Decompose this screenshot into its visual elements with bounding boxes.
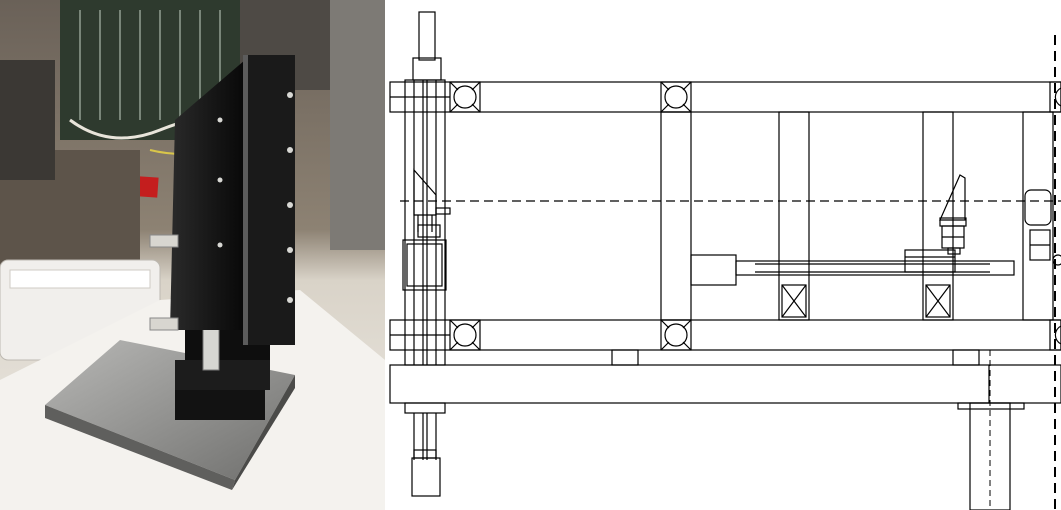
vertical-mount	[170, 60, 245, 330]
lower-knob	[411, 457, 441, 497]
top-rail	[389, 81, 1061, 113]
vertical-strut	[922, 111, 954, 321]
vertical-rod	[404, 79, 446, 366]
bearing	[660, 81, 692, 113]
vertical-strut	[778, 111, 810, 321]
bearing	[449, 319, 481, 351]
mechanical-drawing	[389, 11, 1061, 510]
slide-bar	[735, 260, 1015, 276]
vertical-strut	[660, 111, 692, 321]
foot	[952, 349, 980, 366]
top-post	[418, 11, 436, 61]
bearing	[1049, 319, 1061, 351]
translation-stage	[175, 390, 265, 420]
slide-block	[690, 254, 737, 286]
base-beam	[389, 364, 1061, 404]
bottom-rail	[389, 319, 1061, 351]
bearing	[449, 81, 481, 113]
mirror-mount-left	[413, 168, 451, 238]
vertical-strut	[1022, 111, 1054, 321]
bearing	[1049, 81, 1061, 113]
apparatus-photo	[0, 0, 385, 510]
foot	[611, 349, 639, 366]
mirror-mount-right	[939, 174, 967, 255]
bearing	[660, 319, 692, 351]
detector-assembly	[1024, 189, 1061, 266]
lower-post	[404, 402, 446, 414]
carriage-block	[402, 239, 447, 291]
